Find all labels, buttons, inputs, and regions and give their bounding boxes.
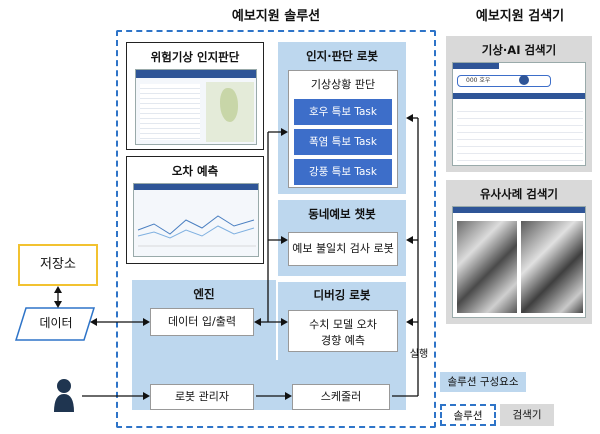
data-shape [14, 307, 96, 341]
ai-search-input: 000 호우 [457, 75, 551, 87]
data-label: 데이터 [39, 316, 73, 330]
model-error-line1: 수치 모델 오차 [309, 318, 377, 331]
data-io-box: 데이터 입/출력 [150, 308, 254, 336]
recog-robot-panel: 인지·판단 로봇 기상상황 판단 호우 특보 Task 폭염 특보 Task 강… [278, 42, 406, 194]
storage-box: 저장소 [18, 244, 98, 286]
weather-ai-screenshot: 000 호우 [452, 62, 586, 166]
recog-robot-title: 인지·판단 로봇 [306, 49, 378, 63]
engine-title: 엔진 [193, 287, 215, 301]
risk-weather-title: 위험기상 인지판단 [150, 50, 240, 64]
debug-robot-title: 디버깅 로봇 [313, 288, 371, 302]
chatbot-title: 동네예보 챗봇 [308, 207, 376, 221]
scheduler-box: 스케줄러 [292, 384, 390, 410]
weather-ai-panel: 기상·AI 검색기 000 호우 [446, 36, 592, 172]
solution-boundary [116, 30, 436, 428]
risk-weather-panel: 위험기상 인지판단 [126, 42, 264, 150]
legend-component: 솔루션 구성요소 [440, 372, 526, 392]
error-forecast-panel: 오차 예측 [126, 156, 264, 264]
search-title: 예보지원 검색기 [475, 9, 565, 24]
arrowhead-data [54, 301, 62, 308]
weather-judgement-title: 기상상황 판단 [310, 78, 376, 91]
debug-robot-panel: 디버깅 로봇 수치 모델 오차 경향 예측 [278, 282, 406, 360]
similar-case-title: 유사사례 검색기 [479, 187, 559, 201]
weather-judgement-box: 기상상황 판단 호우 특보 Task 폭염 특보 Task 강풍 특보 Task [288, 70, 398, 188]
risk-weather-screenshot [135, 69, 257, 145]
solution-title: 예보지원 솔루션 [231, 9, 321, 24]
user-icon [54, 379, 74, 412]
similar-case-panel: 유사사례 검색기 [446, 180, 592, 324]
weather-ai-title: 기상·AI 검색기 [481, 43, 557, 57]
mismatch-check-robot: 예보 불일치 검사 로봇 [288, 232, 398, 266]
execute-label: 실행 [406, 346, 432, 364]
task-strong-wind: 강풍 특보 Task [294, 159, 392, 185]
chatbot-panel: 동네예보 챗봇 예보 불일치 검사 로봇 [278, 200, 406, 276]
legend-solution: 솔루션 [440, 404, 496, 426]
error-forecast-title: 오차 예측 [171, 164, 219, 178]
legend-searcher: 검색기 [500, 404, 554, 426]
similar-case-screenshot [452, 206, 586, 318]
error-forecast-screenshot [133, 183, 259, 257]
model-error-trend-box: 수치 모델 오차 경향 예측 [288, 310, 398, 352]
model-error-line2: 경향 예측 [321, 334, 365, 347]
arrowhead-storage [54, 286, 62, 293]
robot-manager-box: 로봇 관리자 [150, 384, 254, 410]
task-heavy-rain: 호우 특보 Task [294, 99, 392, 125]
task-heatwave: 폭염 특보 Task [294, 129, 392, 155]
